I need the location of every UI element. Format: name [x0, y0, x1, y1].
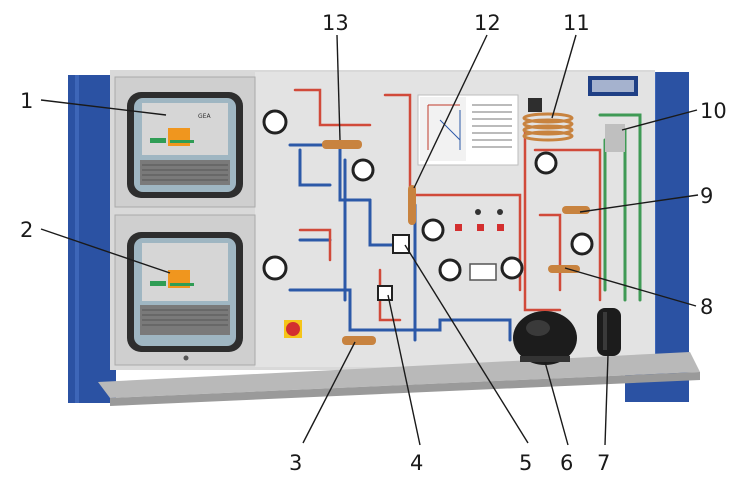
- callout-7: 7: [597, 451, 610, 475]
- callout-13: 13: [322, 11, 349, 35]
- callout-4: 4: [410, 451, 423, 475]
- pressure-gauges: [262, 109, 594, 282]
- callout-8: 8: [700, 295, 713, 319]
- callout-2: 2: [20, 218, 33, 242]
- cold-cabinet-upper: [114, 76, 256, 208]
- callout-6: 6: [560, 451, 573, 475]
- callout-1: 1: [20, 89, 33, 113]
- emergency-stop: [284, 320, 302, 338]
- compressor: [513, 311, 577, 365]
- receiver: [597, 308, 621, 356]
- callout-12: 12: [474, 11, 501, 35]
- cabinet-label: GEA: [198, 113, 211, 120]
- callout-11: 11: [563, 11, 590, 35]
- condenser-coil: [522, 112, 574, 142]
- callout-10: 10: [700, 99, 727, 123]
- pressure-switches: [377, 234, 497, 301]
- indicator-lamps: [455, 209, 504, 231]
- callout-5: 5: [519, 451, 532, 475]
- cold-cabinet-lower: [114, 214, 256, 366]
- callout-numbers: 1 2 3 4 5 6 7 8 9 10 11 12 13: [20, 11, 727, 475]
- callout-3: 3: [289, 451, 302, 475]
- callout-9: 9: [700, 184, 713, 208]
- heat-exchangers: [322, 124, 625, 345]
- schematic-poster: [417, 94, 519, 166]
- callout-leaders: [40, 34, 699, 446]
